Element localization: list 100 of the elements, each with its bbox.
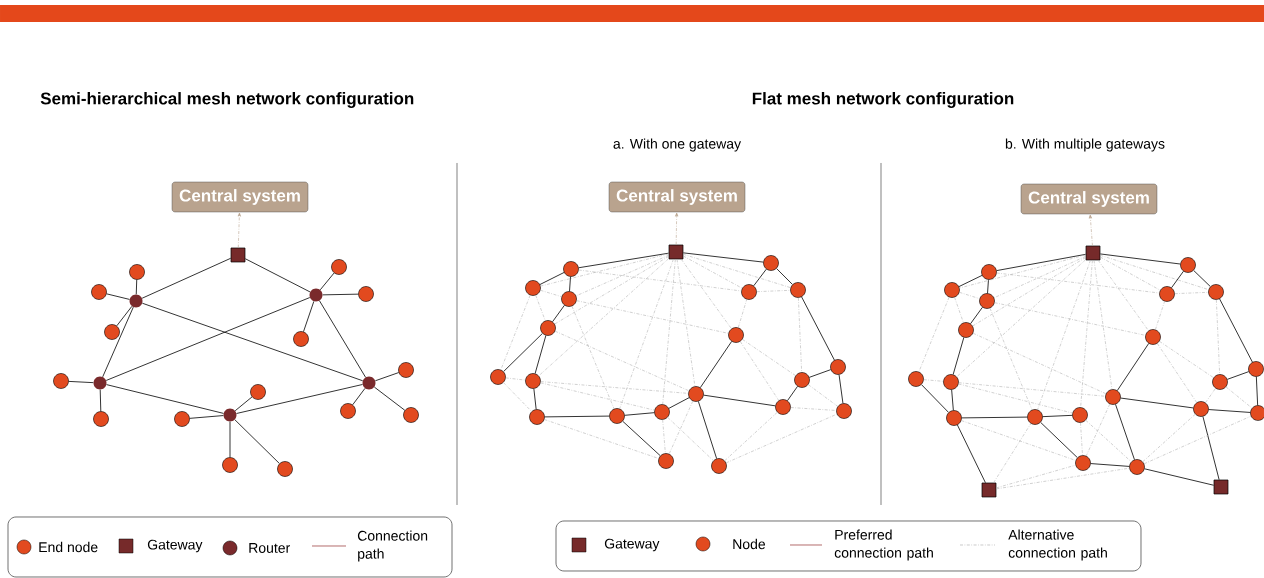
connection-line: [189, 415, 224, 419]
connection-line: [106, 384, 224, 414]
gateway-square: [1213, 479, 1229, 495]
alternative-path-line: [737, 299, 748, 328]
legend-label: Alternative connection path: [1008, 529, 1107, 561]
alternative-path-line: [1216, 299, 1220, 375]
connection-line: [1116, 343, 1150, 391]
connection-line: [1219, 298, 1253, 363]
alternative-path-line: [993, 423, 1032, 483]
connection-line: [552, 304, 565, 323]
end-node-circle: [561, 291, 577, 307]
connection-line: [682, 252, 764, 263]
connection-line: [303, 300, 315, 332]
connection-line: [373, 386, 406, 411]
connection-line: [698, 401, 718, 459]
end-node-circle: [1072, 407, 1088, 423]
end-node-circle: [331, 259, 347, 275]
end-node-circle: [775, 399, 791, 415]
connection-line: [952, 337, 965, 375]
connection-line: [534, 335, 547, 374]
legend-label: Router: [249, 543, 290, 553]
arrow: [237, 212, 241, 248]
connection-line: [753, 268, 767, 287]
alternative-path-line: [554, 330, 690, 392]
connection-line: [801, 296, 835, 361]
end-node-circle: [174, 411, 190, 427]
central-system-box: Central system: [1020, 183, 1158, 215]
alternative-path-line: [958, 382, 1106, 397]
connection-line: [352, 387, 366, 406]
end-node-circle: [711, 458, 727, 474]
connection-line: [68, 381, 94, 384]
end-node-circle: [741, 284, 757, 300]
connection-line: [624, 412, 655, 416]
alternative-path-line: [1205, 388, 1216, 403]
alternative-path-line: [1100, 256, 1161, 291]
connection-line: [141, 302, 364, 382]
connection-line: [1202, 416, 1220, 481]
alternative-path-line: [619, 259, 674, 409]
alternative-path-line: [739, 341, 780, 401]
alternative-path-line: [544, 419, 659, 459]
alternative-path-line: [961, 420, 1076, 461]
alternative-path-line: [993, 256, 1086, 299]
connection-line: [622, 420, 661, 457]
connection-line: [319, 300, 366, 378]
connection-line: [503, 333, 543, 372]
end-node-circle: [1145, 329, 1161, 345]
alternative-path-line: [956, 259, 1086, 378]
end-node-circle: [763, 255, 779, 271]
arrow: [675, 212, 679, 245]
alternative-path-line: [923, 379, 944, 382]
gateway-square: [668, 244, 684, 260]
connection-line: [234, 419, 280, 464]
gateway-square: [230, 247, 246, 263]
alternative-path-line: [798, 297, 802, 373]
alternative-path-line: [503, 382, 532, 412]
legend-label: Gateway: [147, 539, 203, 553]
alternative-path-line: [662, 419, 666, 454]
alternative-path-line: [1155, 301, 1165, 330]
central-system-box: Central system: [171, 181, 309, 213]
alternative-path-line: [724, 411, 778, 461]
legend-label: Node: [733, 538, 766, 550]
alternative-path-line: [571, 305, 615, 410]
end-node-circle: [1105, 389, 1121, 405]
alternative-path-line: [575, 254, 669, 297]
alternative-path-line: [1080, 260, 1093, 408]
connection-line: [1171, 270, 1184, 289]
alternative-path-line: [683, 254, 791, 288]
end-node-circle: [728, 327, 744, 343]
connection-line: [1120, 397, 1194, 409]
section-title: Semi-hierarchical mesh network configuration: [40, 92, 414, 108]
alternative-path-line: [1174, 292, 1209, 294]
end-node-circle: [563, 261, 579, 277]
alternative-path-line: [540, 289, 562, 297]
end-node-circle: [293, 331, 309, 347]
alternative-path-line: [683, 255, 743, 289]
legend-label: Gateway: [604, 538, 660, 552]
alternative-path-line: [808, 384, 839, 407]
connection-line: [1042, 414, 1073, 418]
alternative-path-line: [668, 400, 694, 455]
alternative-path-line: [1093, 260, 1113, 390]
end-node-circle: [1193, 401, 1209, 417]
end-node-circle: [277, 461, 293, 477]
alternative-path-line: [1142, 413, 1196, 463]
connection-line: [776, 268, 793, 285]
alternative-path-line: [681, 259, 732, 329]
end-node-circle: [944, 282, 960, 298]
end-node-circle: [830, 359, 846, 375]
connection-line: [105, 297, 311, 381]
connection-line: [838, 374, 844, 404]
alternative-path-line: [1157, 343, 1197, 403]
gateway-square: [1085, 245, 1101, 261]
connection-line: [808, 369, 832, 378]
alternative-path-line: [1100, 255, 1209, 290]
alternative-path-line: [918, 296, 950, 373]
end-node-circle: [908, 371, 924, 387]
alternative-path-line: [790, 407, 837, 411]
connection-line: [957, 424, 986, 484]
connection-line: [921, 384, 949, 413]
connection-line: [319, 272, 335, 291]
connection-line: [1255, 376, 1259, 406]
